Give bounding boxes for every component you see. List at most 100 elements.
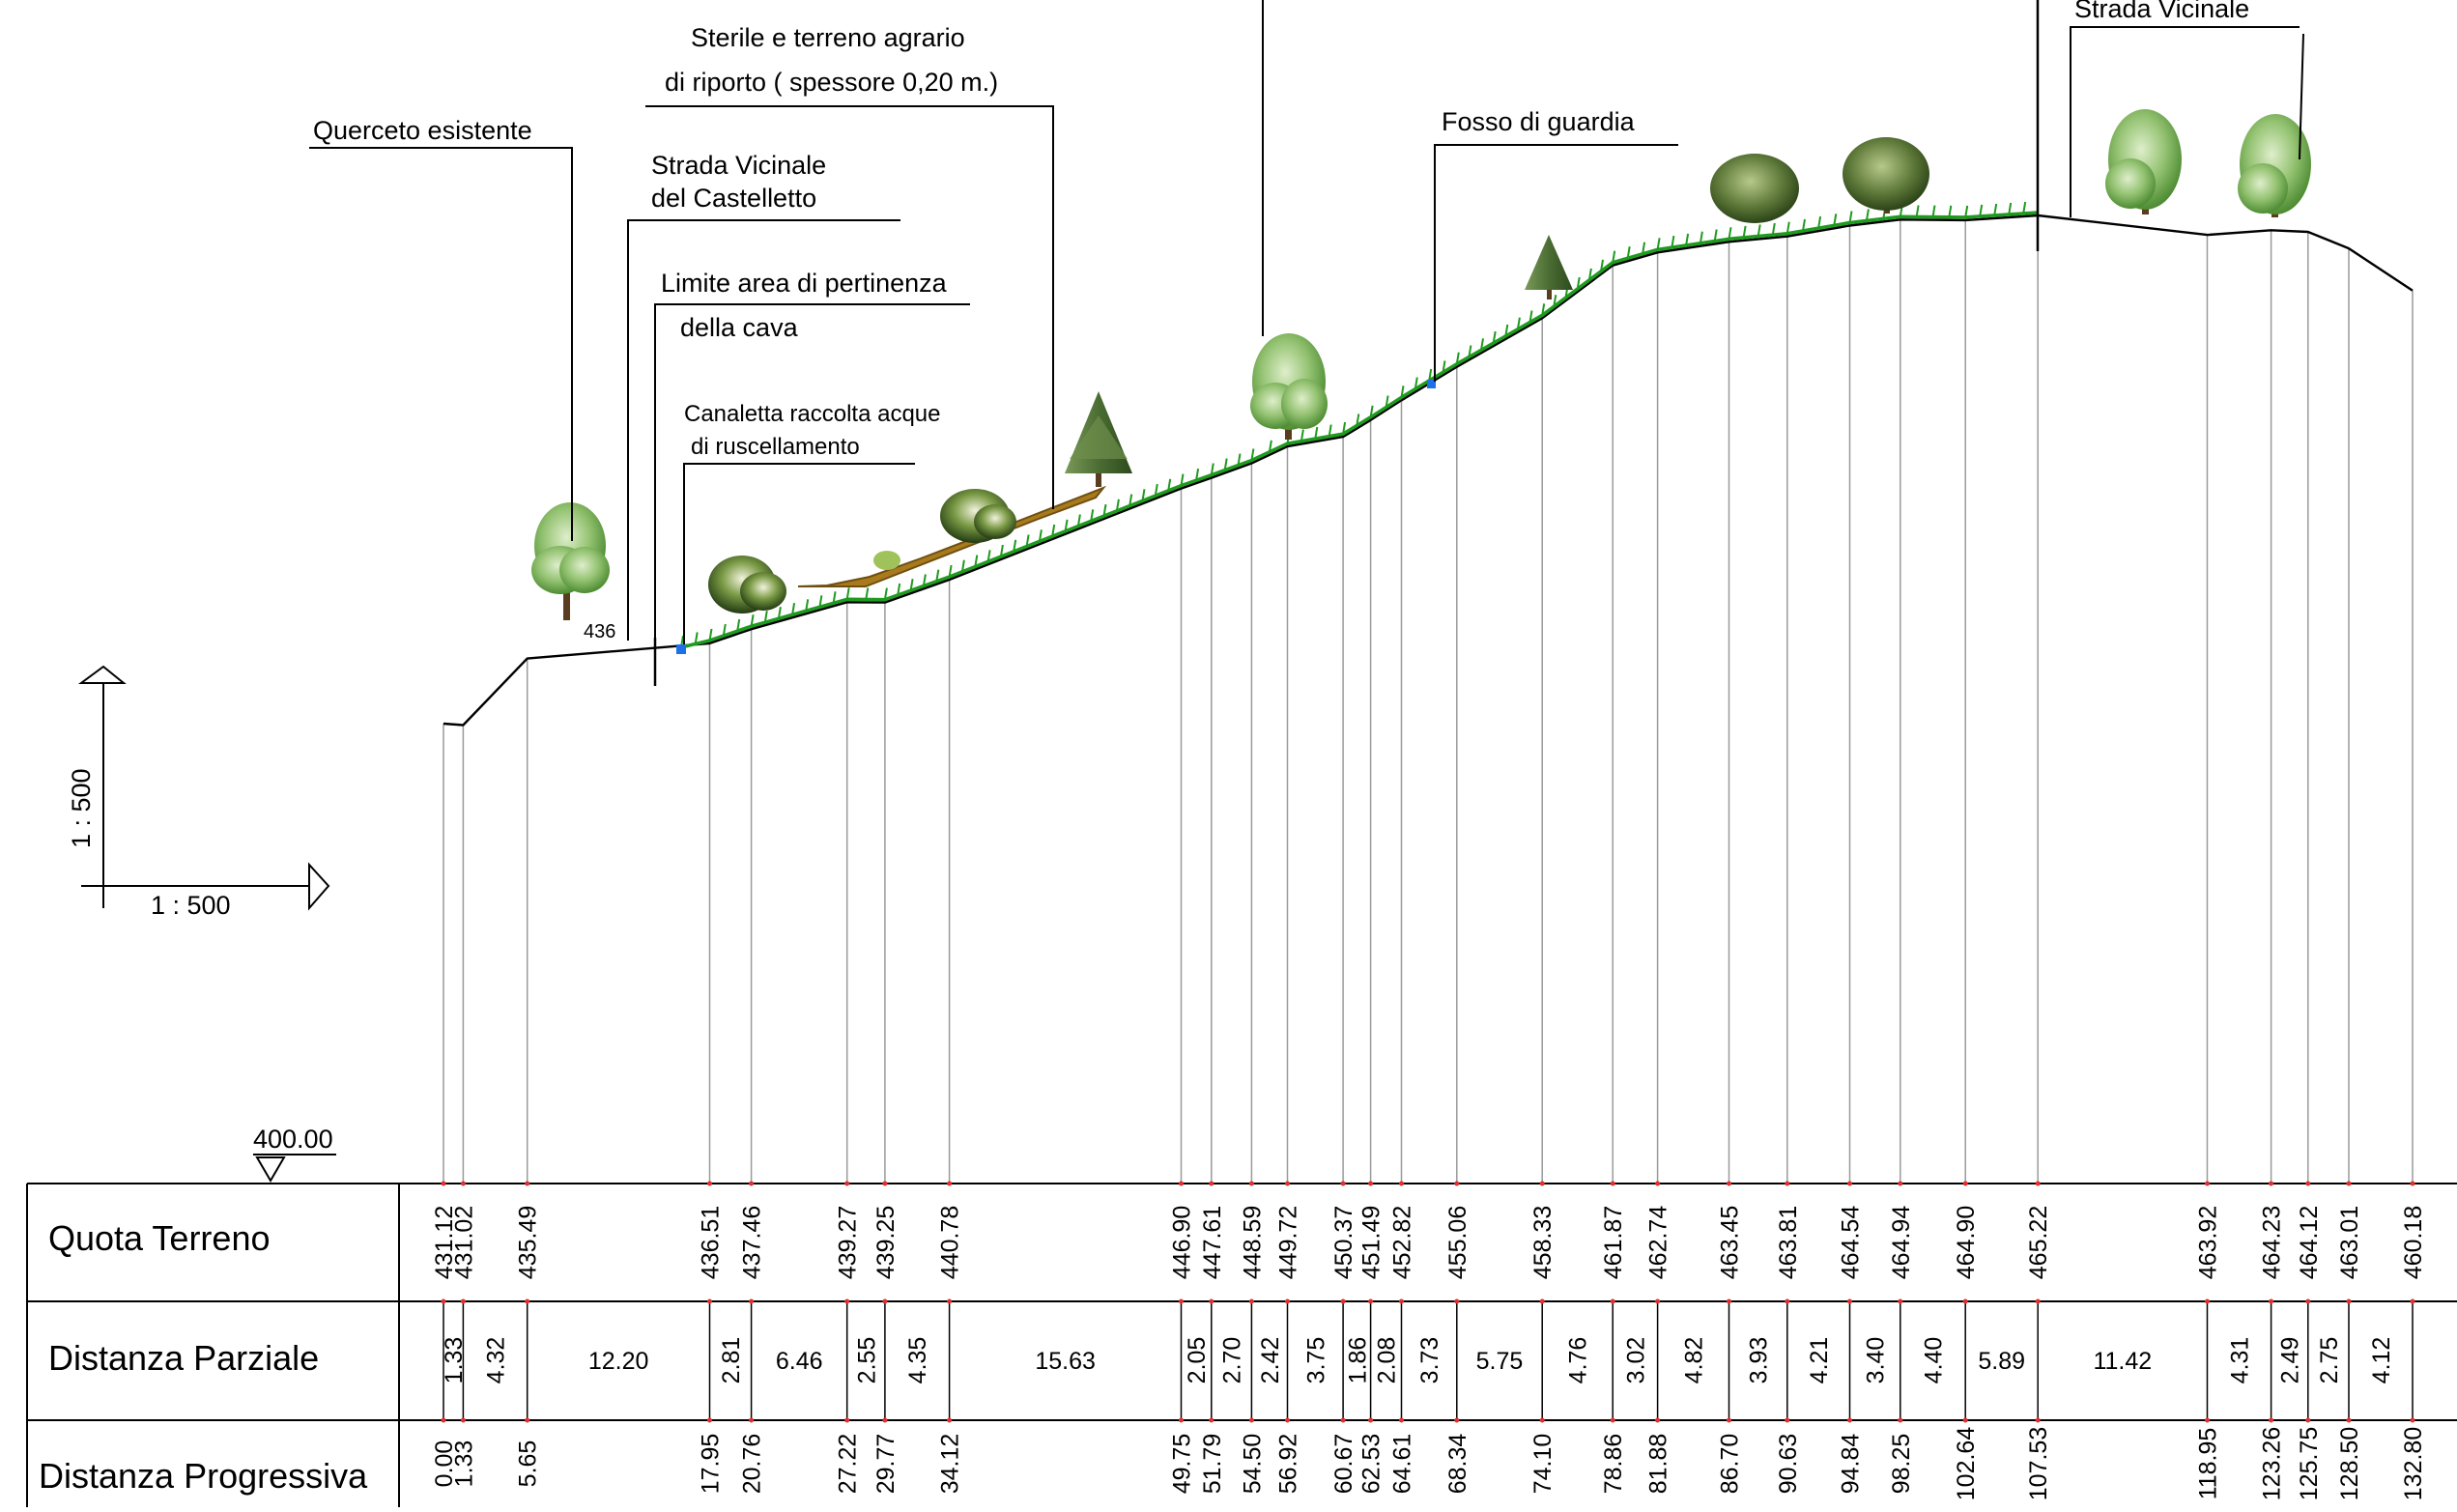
red-tick xyxy=(1539,1417,1545,1423)
progressive-value: 90.63 xyxy=(1775,1434,1802,1495)
partial-value: 2.05 xyxy=(1184,1337,1211,1384)
grass-tuft xyxy=(1757,224,1761,237)
quota-value: 455.06 xyxy=(1444,1206,1471,1279)
leader-strada-vicinale-right xyxy=(2070,26,2300,217)
grass-tuft xyxy=(1369,405,1374,417)
red-tick xyxy=(1727,1417,1731,1423)
grass-tuft xyxy=(1442,360,1446,373)
leader-fosso xyxy=(1434,144,1678,382)
progressive-value: 60.67 xyxy=(1330,1434,1357,1495)
red-tick xyxy=(2205,1181,2210,1186)
grass-tuft xyxy=(1300,429,1304,442)
red-tick xyxy=(525,1298,530,1304)
red-tick xyxy=(947,1417,953,1423)
grass-tuft xyxy=(1848,211,1853,223)
red-tick xyxy=(1285,1417,1290,1423)
quota-value: 439.27 xyxy=(835,1206,862,1279)
red-tick xyxy=(1179,1417,1184,1423)
partial-value: 2.08 xyxy=(1374,1337,1401,1384)
red-tick xyxy=(441,1298,446,1304)
partial-value: 4.32 xyxy=(483,1337,510,1384)
progressive-value: 20.76 xyxy=(739,1434,766,1495)
progressive-value: 74.10 xyxy=(1529,1434,1557,1495)
partial-value: 5.75 xyxy=(1476,1348,1524,1375)
red-tick xyxy=(460,1298,466,1304)
quota-value: 464.23 xyxy=(2259,1206,2286,1279)
red-tick xyxy=(1847,1298,1852,1304)
partial-value: 1.86 xyxy=(1344,1337,1371,1384)
grass-tuft xyxy=(922,574,927,586)
red-tick xyxy=(2035,1181,2041,1186)
partial-value: 3.40 xyxy=(1863,1337,1890,1384)
quota-value: 450.37 xyxy=(1330,1206,1357,1279)
grass-tuft xyxy=(1516,317,1521,329)
grass-tuft xyxy=(708,628,713,642)
red-tick xyxy=(1399,1181,1404,1186)
grass-tuft xyxy=(1455,352,1460,364)
station-guides xyxy=(443,215,2414,1184)
red-tick xyxy=(1454,1181,1460,1186)
partial-value: 4.40 xyxy=(1921,1337,1948,1384)
grass-tuft xyxy=(1400,385,1405,398)
red-tick xyxy=(2035,1417,2041,1423)
grass-tuft xyxy=(1865,209,1870,221)
grass-tuft xyxy=(935,569,940,582)
grass-tuft xyxy=(1685,233,1690,246)
label-canaletta-1: Canaletta raccolta acque xyxy=(684,401,941,427)
leader-strada-vicinale-right-2 xyxy=(2299,33,2304,160)
red-tick xyxy=(2346,1181,2352,1186)
partial-value: 2.42 xyxy=(1257,1337,1284,1384)
red-tick xyxy=(749,1417,755,1423)
grass-tuft xyxy=(2008,202,2013,215)
grass-tuft xyxy=(1428,368,1433,382)
grass-tufts xyxy=(680,201,2027,648)
shrub xyxy=(940,489,1016,543)
red-tick xyxy=(525,1417,530,1423)
grass-tuft xyxy=(1051,524,1056,537)
grass-tuft xyxy=(986,550,991,562)
fosso-marker xyxy=(1427,380,1436,388)
progressive-value: 94.84 xyxy=(1838,1434,1865,1495)
red-tick xyxy=(2269,1298,2274,1304)
quota-value: 463.45 xyxy=(1717,1206,1744,1279)
quota-value: 440.78 xyxy=(937,1206,964,1279)
partial-value: 1.33 xyxy=(441,1337,468,1384)
red-tick xyxy=(882,1181,888,1186)
row-label-distanza-progressiva: Distanza Progressiva xyxy=(39,1456,368,1496)
progressive-value: 0.00 xyxy=(431,1441,458,1488)
progressive-value: 128.50 xyxy=(2336,1427,2363,1500)
grass-tuft xyxy=(909,579,914,591)
progressive-value: 5.65 xyxy=(515,1441,542,1488)
red-tick xyxy=(1399,1417,1404,1423)
grass-tuft xyxy=(1802,218,1806,232)
label-querceto: Querceto esistente xyxy=(313,116,532,145)
red-tick xyxy=(1179,1181,1184,1186)
red-tick xyxy=(844,1298,850,1304)
red-tick xyxy=(1727,1298,1731,1304)
grass-tuft xyxy=(818,595,823,608)
red-tick xyxy=(2305,1181,2311,1186)
grass-tuft xyxy=(1642,242,1646,254)
red-tick xyxy=(1847,1417,1852,1423)
label-strada-vicinale-right: Strada Vicinale xyxy=(2074,0,2249,23)
canaletta-marker xyxy=(676,644,686,654)
quota-value: 436.51 xyxy=(698,1206,725,1279)
red-tick xyxy=(441,1417,446,1423)
grass-tuft xyxy=(1385,395,1389,408)
red-tick xyxy=(441,1181,446,1186)
quota-value: 435.49 xyxy=(515,1206,542,1279)
oak-tree xyxy=(1250,333,1328,440)
scale-indicator xyxy=(77,665,330,911)
partial-value: 3.73 xyxy=(1416,1337,1443,1384)
red-tick xyxy=(1539,1181,1545,1186)
grass-tuft xyxy=(1576,276,1581,290)
grass-tuft xyxy=(1786,221,1790,234)
red-tick xyxy=(1962,1181,1968,1186)
deciduous-tree xyxy=(1710,154,1799,223)
partial-value: 5.89 xyxy=(1978,1348,2025,1375)
red-tick xyxy=(2346,1298,2352,1304)
label-strada-castelletto-2: del Castelletto xyxy=(651,184,816,213)
conifer-tree xyxy=(1525,235,1573,300)
grass-tuft xyxy=(832,591,837,604)
